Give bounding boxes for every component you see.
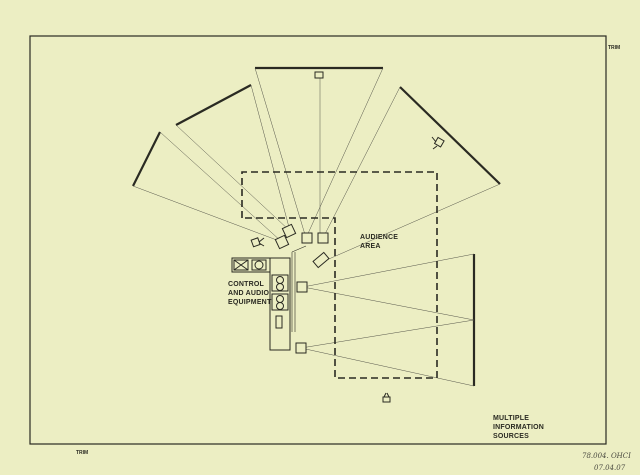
control-label-line: AND AUDIO [228, 290, 270, 297]
control-label-line: CONTROL [228, 281, 265, 288]
projectors [274, 223, 330, 354]
trim-mark-bottom: TRIM [76, 450, 89, 456]
camera-icons [250, 71, 445, 403]
screen-upper-left [175, 84, 252, 126]
drawing-title: MULTIPLE INFORMATION SOURCES [493, 414, 544, 441]
audience-area-outline [241, 171, 438, 379]
control-label-line: EQUIPMENT [228, 299, 272, 306]
trim-border [29, 35, 607, 445]
projection-beams [132, 67, 501, 387]
control-equipment-label: CONTROL AND AUDIO EQUIPMENT [228, 280, 271, 307]
title-line: INFORMATION [493, 424, 545, 431]
title-line: MULTIPLE [493, 415, 530, 422]
audience-label-line: AREA [360, 243, 381, 250]
date-note: 07.04.07 [594, 464, 626, 472]
screen-far-left [132, 131, 161, 187]
audience-area-label: AUDIENCE AREA [360, 233, 398, 251]
control-equipment [231, 245, 307, 351]
reference-number: 78.004. OHCI [582, 452, 631, 460]
audience-label-line: AUDIENCE [360, 234, 399, 241]
screen-upper-right [399, 86, 501, 185]
title-line: SOURCES [493, 433, 530, 440]
trim-mark-right: TRIM [608, 45, 621, 51]
screens [132, 66, 501, 386]
